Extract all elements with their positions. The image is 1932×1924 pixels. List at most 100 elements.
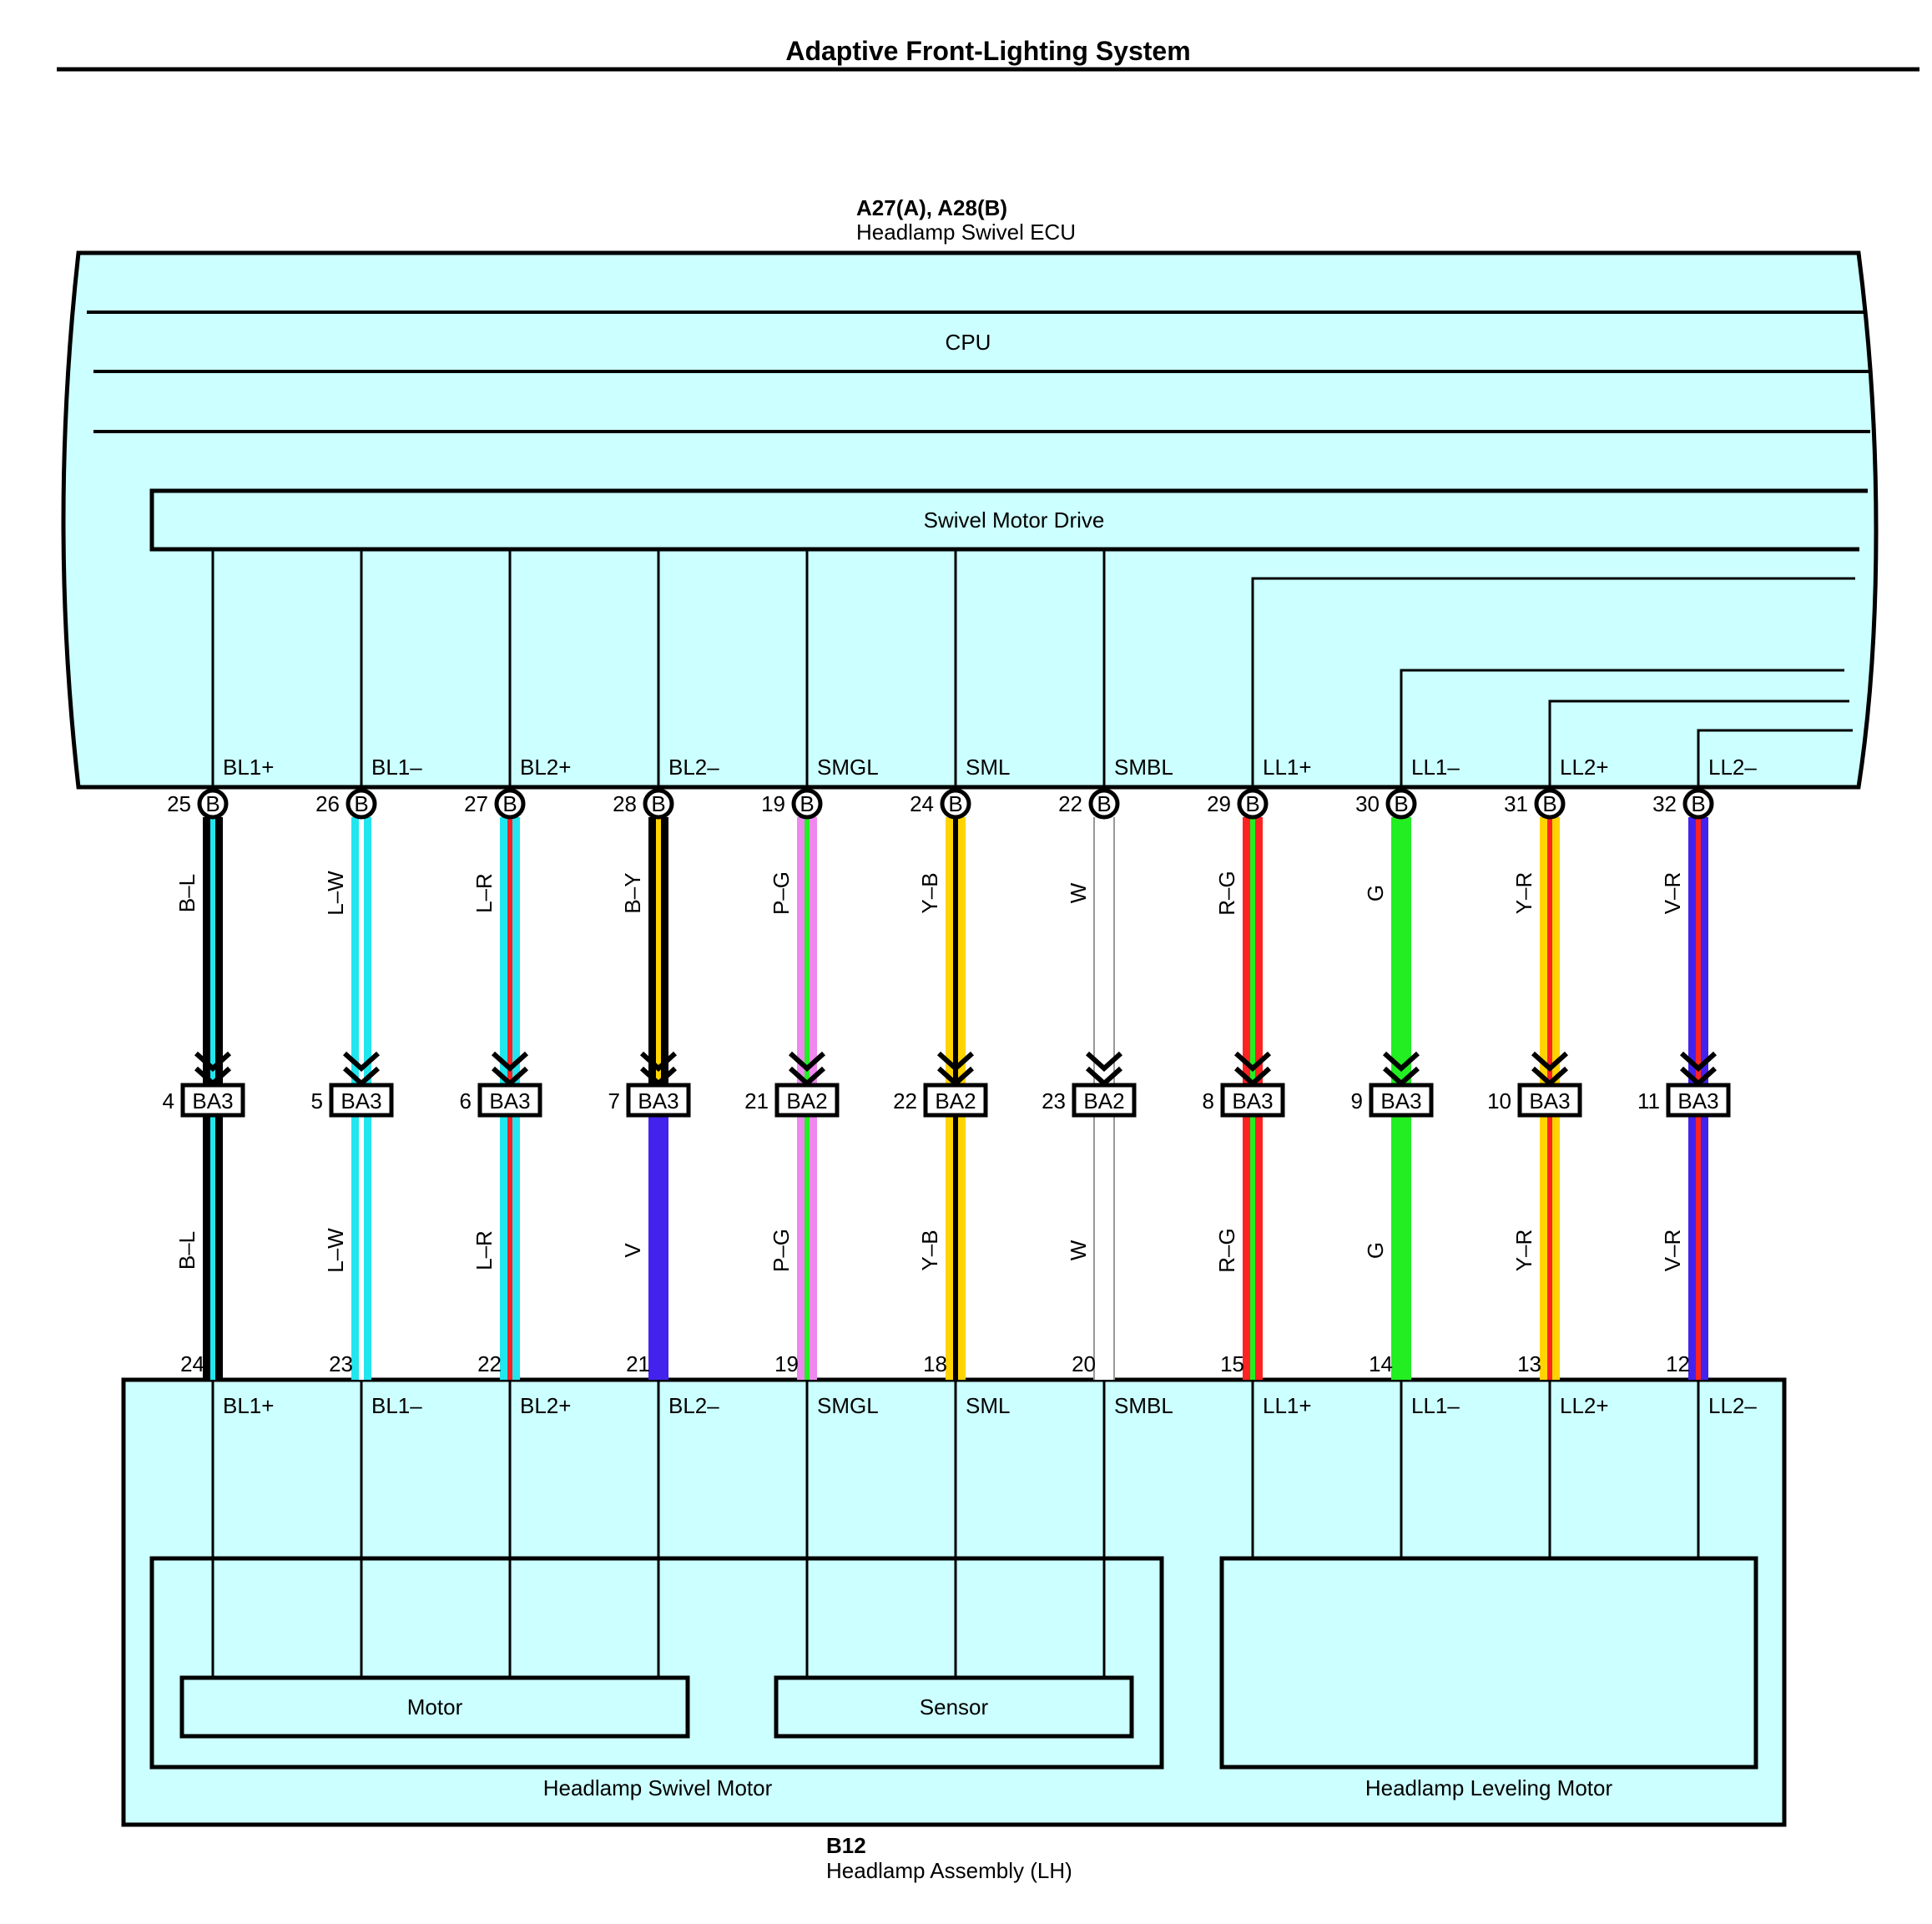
junction-pin-number: 21 [744,1088,769,1113]
upper-wire-stripe [507,817,512,1083]
ecu-signal-label: SMBL [1114,755,1173,780]
ecu-connector-pin [1385,788,1417,820]
ecu-connector-pin [1534,788,1566,820]
sensor-label: Sensor [920,1694,989,1719]
cpu-label: CPU [946,330,991,355]
motor-label: Motor [407,1694,463,1719]
junction-arrow [1382,1051,1420,1073]
ecu-connector-pin [1682,788,1714,820]
ecu-connector-pin [1088,788,1120,820]
ecu-pin-number: 32 [1652,791,1677,816]
ecu-pin-number: 24 [910,791,934,816]
ecu-signal-label: BL1– [371,755,422,780]
ecu-body [61,250,1879,790]
assembly-pin-number: 22 [477,1351,502,1376]
lower-wire-stripe [805,1117,810,1380]
ecu-connector-letter: B [1691,791,1705,816]
lower-wire-color-label: L–R [472,1230,497,1270]
assembly-pin-number: 18 [923,1351,947,1376]
assembly-signal-label: LL2+ [1560,1393,1609,1418]
motor-box [179,1675,690,1739]
ecu-signal-label: LL2– [1708,755,1757,780]
upper-wire-base [1094,817,1114,1083]
junction-arrow [491,1051,529,1073]
junction-arrow [194,1051,232,1073]
junction-connector-label: BA3 [1677,1088,1718,1113]
junction-connector-label: BA3 [489,1088,530,1113]
assembly-signal-label: SMGL [817,1393,879,1418]
upper-wire-stripe [656,817,661,1083]
upper-wire-color-label: P–G [769,871,794,915]
sensor-box [774,1675,1134,1739]
junction-box [1220,1083,1285,1118]
page-title: Adaptive Front-Lighting System [785,36,1190,66]
ecu-connector-letter: B [205,791,219,816]
assembly-signal-label: LL1+ [1263,1393,1312,1418]
lower-wire-color-label: V [620,1243,645,1258]
upper-wire-color-label: B–Y [620,872,645,913]
assembly-signal-label: SMBL [1114,1393,1173,1418]
junction-box [180,1083,245,1118]
lower-wire-stripe [1547,1117,1552,1380]
ecu-connector-pin [643,788,674,820]
ecu-pin-number: 26 [315,791,340,816]
assembly-signal-label: BL2– [668,1393,719,1418]
wire-harness: BL1+B25B–LBA34B–L24BL1+BL1–B26L–WBA35L–W… [163,755,1758,1418]
assembly-internal-leads [211,1380,1700,1678]
ecu-pin-number: 22 [1058,791,1082,816]
assembly-pin-number: 19 [774,1351,799,1376]
ecu-name: Headlamp Swivel ECU [856,220,1076,245]
junction-box [923,1083,988,1118]
assembly-signal-label: BL1– [371,1393,422,1418]
upper-wire-stripe [210,817,215,1083]
junction-pin-number: 9 [1351,1088,1363,1113]
junction-arrow [1531,1051,1569,1073]
assembly-signal-label: LL2– [1708,1393,1757,1418]
junction-connector-label: BA3 [340,1088,381,1113]
lower-wire-stripe [1696,1117,1701,1380]
junction-pin-number: 5 [311,1088,323,1113]
junction-box [1666,1083,1731,1118]
assembly-name: Headlamp Assembly (LH) [826,1858,1072,1883]
lower-wire-base [1094,1117,1114,1380]
junction-pin-number: 10 [1487,1088,1511,1113]
junction-pin-number: 6 [460,1088,472,1113]
junction-connector-label: BA2 [786,1088,827,1113]
ecu-pin-number: 30 [1355,791,1380,816]
ecu-signal-label: LL2+ [1560,755,1609,780]
junction-connector-label: BA3 [1232,1088,1273,1113]
junction-connector-label: BA2 [935,1088,976,1113]
ecu-connector-letter: B [1394,791,1408,816]
ecu-connector-letter: B [1542,791,1556,816]
lower-wire-stripe [210,1117,215,1380]
ecu-signal-label: BL2– [668,755,719,780]
ecu-pin-number: 25 [167,791,191,816]
assembly-pin-number: 23 [329,1351,353,1376]
assembly-signal-label: BL2+ [520,1393,571,1418]
ecu-code: A27(A), A28(B) [856,195,1007,220]
assembly-pin-number: 24 [180,1351,204,1376]
upper-wire-color-label: R–G [1214,871,1239,915]
junction-arrow [1679,1051,1718,1073]
ecu-pin-number: 19 [761,791,785,816]
junction-arrow [639,1051,678,1073]
lower-wire-stripe [953,1117,958,1380]
lower-wire-base [648,1117,668,1380]
junction-pin-number: 23 [1042,1088,1066,1113]
upper-wire-stripe [1547,817,1552,1083]
upper-wire-color-label: G [1363,885,1388,901]
ecu-connector-letter: B [651,791,665,816]
assembly-signal-label: SML [966,1393,1010,1418]
assembly-signal-label: LL1– [1411,1393,1460,1418]
ecu-signal-label: BL2+ [520,755,571,780]
assembly-pin-number: 21 [626,1351,650,1376]
junction-box [329,1083,394,1118]
lower-wire-stripe [1250,1117,1255,1380]
lower-wire-color-label: G [1363,1242,1388,1259]
